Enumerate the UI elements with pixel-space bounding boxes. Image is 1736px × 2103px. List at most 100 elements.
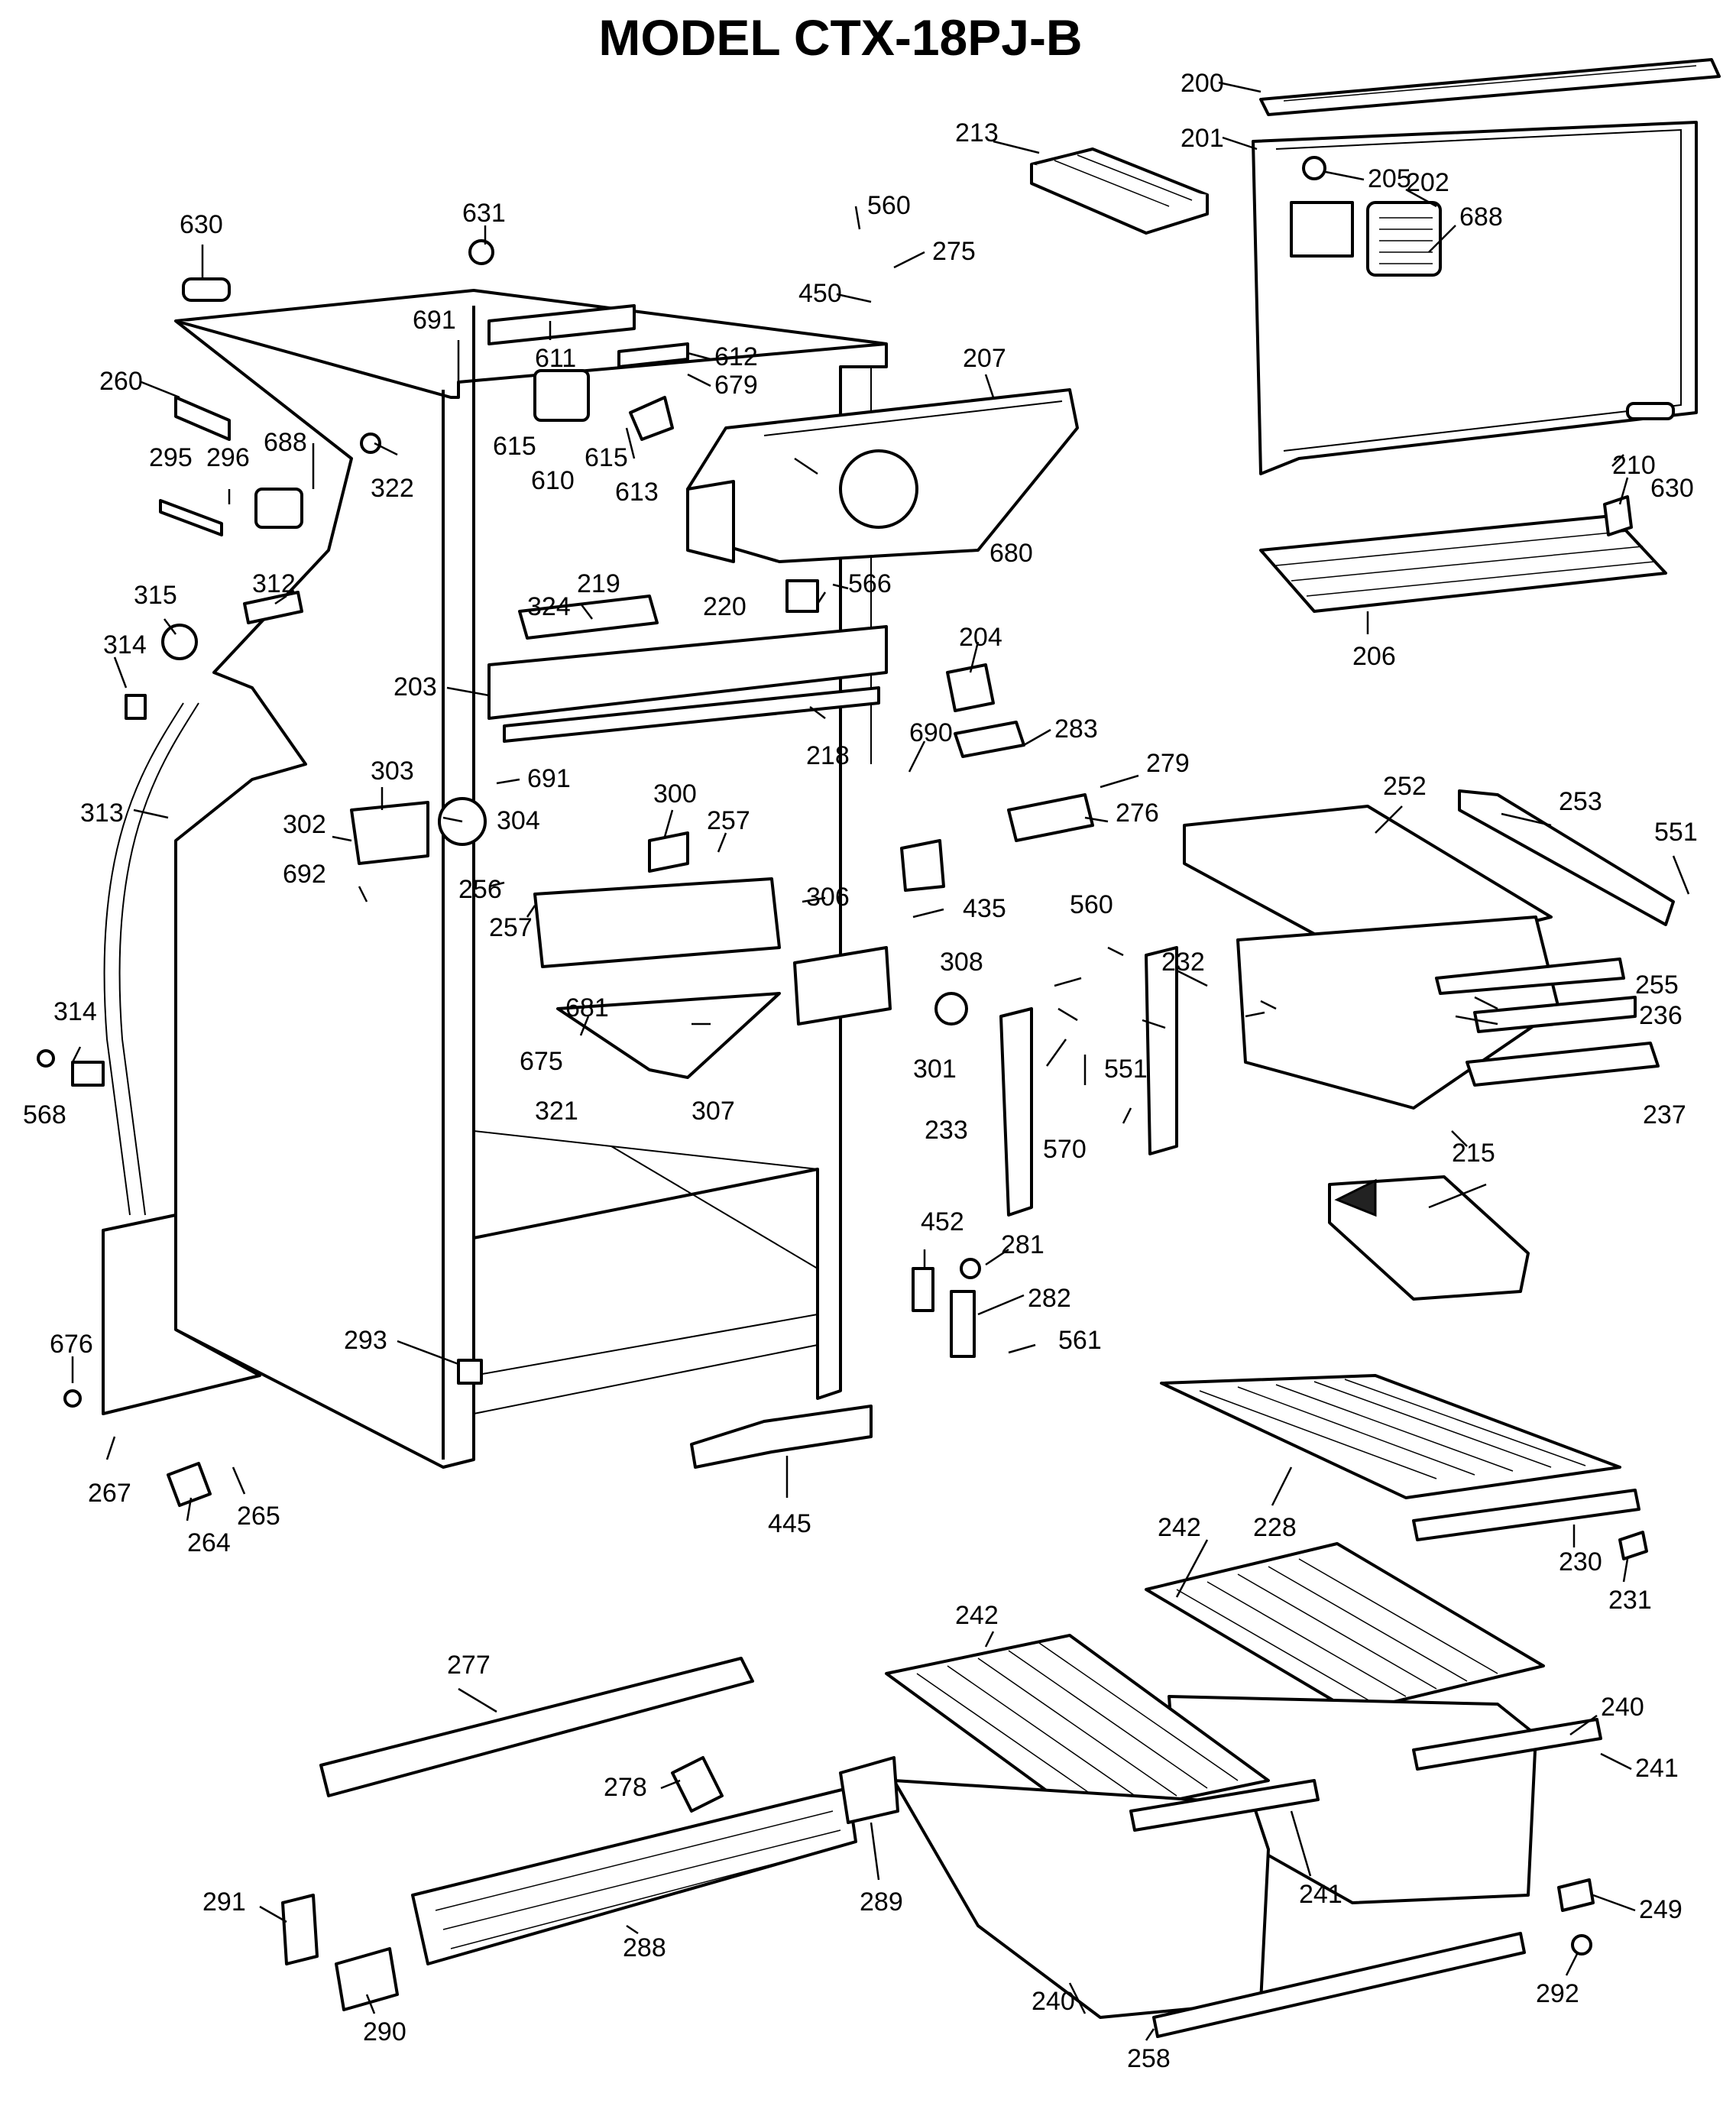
label-200: 200: [1181, 69, 1224, 98]
label-688: 688: [1459, 203, 1503, 232]
label-240: 240: [1032, 1987, 1075, 2016]
label-615: 615: [585, 443, 628, 472]
top-vent-200: [1259, 58, 1721, 116]
label-288: 288: [623, 1933, 666, 1962]
label-615: 615: [493, 432, 536, 461]
label-568: 568: [23, 1100, 66, 1129]
label-256: 256: [458, 875, 502, 904]
label-289: 289: [860, 1888, 903, 1917]
label-630: 630: [1650, 474, 1694, 503]
label-201: 201: [1181, 124, 1224, 153]
small-parts: [37, 239, 1648, 2011]
label-570: 570: [1043, 1135, 1087, 1164]
label-551: 551: [1104, 1055, 1148, 1084]
label-435: 435: [963, 894, 1006, 923]
label-630: 630: [180, 210, 223, 239]
label-278: 278: [604, 1773, 647, 1802]
label-242: 242: [955, 1601, 999, 1630]
label-304: 304: [497, 806, 540, 835]
leader-lines: [71, 81, 1690, 2041]
label-231: 231: [1608, 1586, 1652, 1615]
grille-288: [411, 1787, 857, 1965]
label-213: 213: [955, 118, 999, 147]
pan-242-left: [885, 1634, 1270, 2019]
label-560: 560: [867, 191, 911, 220]
label-233: 233: [925, 1116, 968, 1145]
label-252: 252: [1383, 772, 1427, 801]
label-692: 692: [283, 860, 326, 889]
label-676: 676: [50, 1330, 93, 1359]
trim-241-b: [1412, 1718, 1602, 1771]
label-279: 279: [1146, 749, 1190, 778]
label-295: 295: [149, 443, 193, 472]
trim-241-a: [1129, 1779, 1320, 1832]
label-691: 691: [527, 764, 571, 793]
label-296: 296: [206, 443, 250, 472]
label-566: 566: [848, 569, 892, 598]
label-301: 301: [913, 1055, 957, 1084]
label-681: 681: [565, 993, 609, 1022]
label-241: 241: [1635, 1754, 1679, 1783]
label-612: 612: [714, 342, 758, 371]
label-303: 303: [371, 757, 414, 786]
label-257: 257: [707, 806, 750, 835]
label-277: 277: [447, 1651, 491, 1680]
label-675: 675: [520, 1047, 563, 1076]
label-300: 300: [653, 779, 697, 808]
label-228: 228: [1253, 1513, 1297, 1542]
label-290: 290: [363, 2017, 406, 2046]
label-276: 276: [1116, 799, 1159, 828]
label-275: 275: [932, 237, 976, 266]
label-450: 450: [798, 279, 842, 308]
label-312: 312: [252, 569, 296, 598]
label-610: 610: [531, 466, 575, 495]
label-218: 218: [806, 741, 850, 770]
label-631: 631: [462, 199, 506, 228]
label-236: 236: [1639, 1001, 1683, 1030]
label-205: 205: [1368, 164, 1411, 193]
label-321: 321: [535, 1097, 578, 1126]
label-258: 258: [1127, 2044, 1171, 2073]
rail-258: [1152, 1932, 1526, 2038]
rail-277: [319, 1657, 754, 1797]
label-314: 314: [53, 997, 97, 1026]
label-240: 240: [1601, 1693, 1644, 1722]
label-220: 220: [703, 592, 747, 621]
label-551: 551: [1654, 818, 1698, 847]
label-691: 691: [413, 306, 456, 335]
label-207: 207: [963, 344, 1006, 373]
evaporator-cover-207: [686, 388, 1079, 563]
label-281: 281: [1001, 1230, 1045, 1259]
label-210: 210: [1612, 451, 1656, 480]
label-282: 282: [1028, 1284, 1071, 1313]
label-255: 255: [1635, 970, 1679, 1000]
side-panel-267: [102, 1214, 261, 1415]
label-267: 267: [88, 1479, 131, 1508]
label-292: 292: [1536, 1979, 1579, 2008]
drawer-assembly-252: [1183, 805, 1660, 1110]
ice-tray-213: [1030, 147, 1209, 235]
liner-panel-201: [1252, 121, 1698, 475]
label-232: 232: [1161, 948, 1205, 977]
part-number-labels: 200 201 205 202 688 213 560 275 450 630 …: [23, 69, 1698, 2073]
label-253: 253: [1559, 787, 1602, 816]
label-314: 314: [103, 630, 147, 659]
label-679: 679: [714, 371, 758, 400]
label-265: 265: [237, 1502, 280, 1531]
label-690: 690: [909, 718, 953, 747]
label-203: 203: [394, 672, 437, 702]
label-291: 291: [202, 1888, 246, 1917]
label-308: 308: [940, 948, 983, 977]
label-219: 219: [577, 569, 620, 598]
label-249: 249: [1639, 1895, 1683, 1924]
shelf-206: [1259, 514, 1667, 613]
label-230: 230: [1559, 1547, 1602, 1576]
label-260: 260: [99, 367, 143, 396]
label-561: 561: [1058, 1326, 1102, 1355]
label-560: 560: [1070, 890, 1113, 919]
label-204: 204: [959, 623, 1002, 652]
label-202: 202: [1406, 168, 1449, 197]
label-241: 241: [1299, 1880, 1342, 1909]
label-307: 307: [691, 1097, 735, 1126]
